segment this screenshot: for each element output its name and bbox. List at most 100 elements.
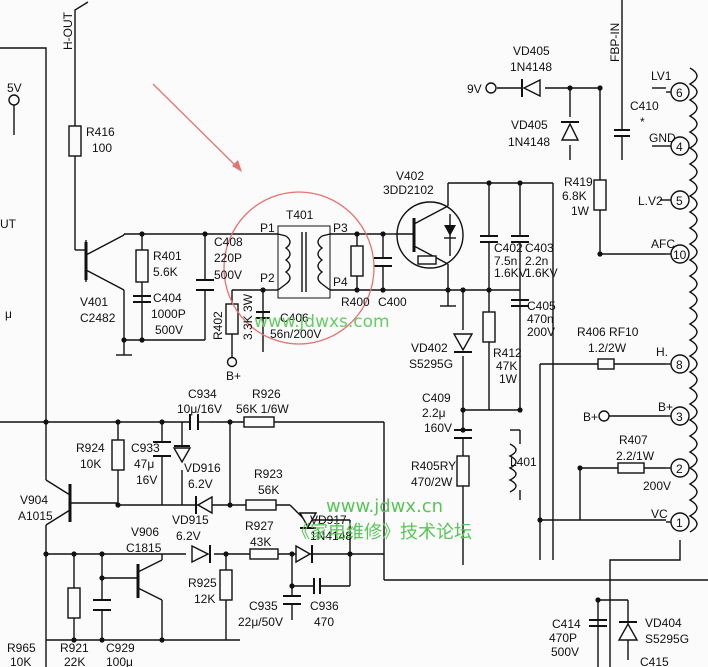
- v9-terminal: [485, 82, 497, 94]
- t401-p3: P3: [333, 221, 348, 235]
- r925-ref: R925: [188, 576, 217, 590]
- r419-ref: R419: [564, 175, 593, 189]
- fbt-pin-1: 1: [670, 512, 690, 532]
- c933-ref: C933: [131, 441, 160, 455]
- r419-value2: 1W: [571, 204, 590, 218]
- c403-ref: C403: [525, 241, 554, 255]
- v5-label: 5V: [7, 81, 22, 95]
- vd915-ref: VD915: [172, 513, 209, 527]
- r405-ref: R405RY: [411, 459, 456, 473]
- c404-capacitor: [133, 295, 151, 303]
- b-plus-right-terminal: [598, 410, 610, 422]
- vd917-ref: VD917: [310, 513, 347, 527]
- c934-capacitor: [189, 414, 210, 430]
- vd402-ref: VD402: [411, 341, 448, 355]
- junctions: [43, 85, 603, 643]
- c409-ref: C409: [422, 391, 451, 405]
- r965-ref: R965: [7, 641, 36, 655]
- fbt-pin-5-name: L.V2: [638, 194, 663, 208]
- v906-ref: V906: [131, 525, 159, 539]
- svg-text:6: 6: [676, 86, 683, 100]
- v402-value: 3DD2102: [383, 183, 434, 197]
- c405-ref: C405: [527, 299, 556, 313]
- c935-capacitor: [283, 595, 301, 605]
- watermark-forum: 《家电维修》技术论坛: [292, 522, 472, 543]
- fbt-pin-6-name: LV1: [651, 69, 672, 83]
- watermark-jdwxs: www.jdwxs.com: [254, 312, 390, 332]
- vd915-upper-zener: [195, 495, 213, 515]
- r401-ref: R401: [153, 249, 182, 263]
- r407-value: 2.2/1W: [616, 449, 655, 463]
- c935-value: 22μ/50V: [238, 615, 283, 629]
- c929-capacitor: [93, 599, 111, 611]
- v906-value: C1815: [126, 541, 162, 555]
- c403-capacitor: [511, 235, 529, 243]
- r412-value2: 1W: [499, 372, 518, 386]
- c414-ref: C414: [552, 617, 581, 631]
- c403-value2: 1.6KV: [525, 266, 558, 280]
- r416-value: 100: [92, 141, 112, 155]
- c402-capacitor: [480, 235, 498, 243]
- c405-value2: 200V: [527, 325, 555, 339]
- r405-resistor: [456, 455, 470, 487]
- v402-transistor: [395, 201, 464, 269]
- c406-capacitor: [256, 311, 270, 319]
- vd405b-value: 1N4148: [508, 135, 550, 149]
- c402-value1: 7.5n: [494, 254, 517, 268]
- r405-value: 470/2W: [411, 475, 453, 489]
- c404-value2: 500V: [155, 323, 183, 337]
- vd916-ref: VD916: [184, 461, 221, 475]
- r416-ref: R416: [86, 125, 115, 139]
- v5-terminal: [8, 94, 20, 106]
- c936-capacitor: [313, 578, 321, 594]
- r925-value: 12K: [194, 592, 215, 606]
- r402-value: 3.3K 3W: [241, 293, 255, 340]
- vd405a-ref: VD405: [513, 44, 550, 58]
- c414-value1: 470P: [549, 631, 577, 645]
- r406-value: 1.2/2W: [588, 341, 627, 355]
- svg-text:5: 5: [676, 194, 683, 208]
- r402-resistor: [225, 303, 239, 335]
- c415-ref: C415: [640, 655, 669, 667]
- c410-mark: *: [640, 115, 645, 129]
- r419-value1: 6.8K: [562, 189, 587, 203]
- r400-resistor: [350, 245, 364, 277]
- svg-text:3: 3: [676, 410, 683, 424]
- vd915-value: 6.2V: [176, 529, 201, 543]
- fbt-pin-3: 3: [670, 406, 690, 426]
- c935-ref: C935: [249, 599, 278, 613]
- c405-capacitor: [511, 299, 529, 307]
- c410-ref: C410: [630, 99, 659, 113]
- r921-ref: R921: [60, 641, 89, 655]
- l401-inductor: [508, 443, 517, 493]
- vd917-diode: [298, 512, 318, 529]
- c933-value2: 16V: [136, 473, 157, 487]
- fbt-pin-8-name: H.: [656, 345, 668, 359]
- r926-value: 56K 1/6W: [236, 402, 289, 416]
- r400-ref: R400: [341, 295, 370, 309]
- c402-ref: C402: [494, 241, 523, 255]
- vd917-lower-diode: [295, 544, 313, 564]
- c405-value1: 470n: [527, 312, 554, 326]
- vd402-diode: [452, 333, 474, 353]
- fbt-pin-2: 2: [670, 458, 690, 478]
- r406-resistor: [597, 358, 615, 370]
- t401-p1: P1: [260, 221, 275, 235]
- r926-resistor: [243, 416, 275, 428]
- t401-ref: T401: [286, 208, 314, 222]
- r412-ref: R412: [493, 346, 522, 360]
- vd916-zener: [172, 422, 192, 464]
- vd405a-value: 1N4148: [510, 60, 552, 74]
- c409-value2: 160V: [424, 421, 452, 435]
- r923-ref: R923: [254, 467, 283, 481]
- fbt-pin-4: 4: [670, 136, 690, 156]
- c409-capacitor: [454, 429, 472, 439]
- c408-value1: 220P: [214, 251, 242, 265]
- c934-ref: C934: [188, 387, 217, 401]
- mu-label: μ: [5, 307, 12, 321]
- t401-p4: P4: [333, 275, 348, 289]
- r925-resistor: [219, 569, 233, 601]
- t401-p2: P2: [260, 271, 275, 285]
- highlight-annotation: [152, 83, 375, 345]
